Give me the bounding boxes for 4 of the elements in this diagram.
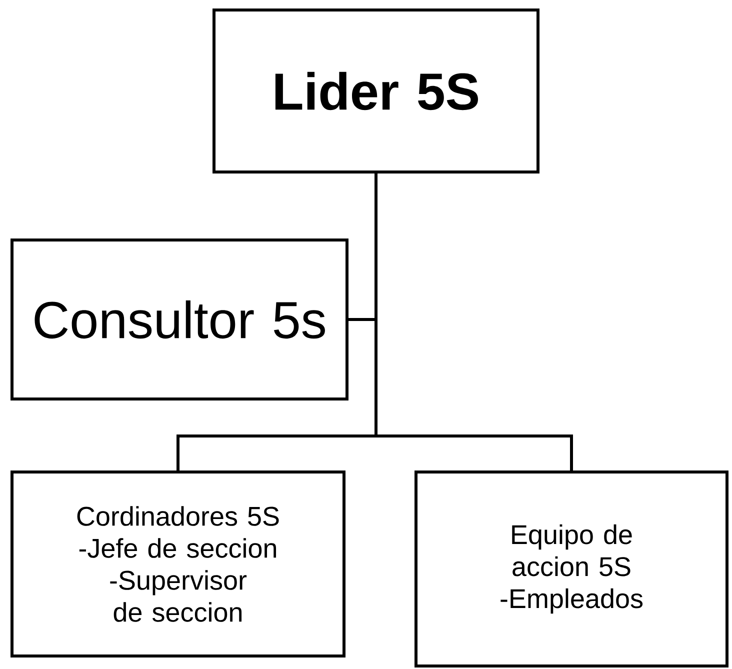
org-box: Equipo de accion 5S -Empleados xyxy=(414,470,728,668)
org-box: Lider 5S xyxy=(212,8,540,174)
org-box: Cordinadores 5S -Jefe de seccion -Supervisor de seccion xyxy=(10,470,346,658)
org-box: Consultor 5s xyxy=(10,238,348,400)
